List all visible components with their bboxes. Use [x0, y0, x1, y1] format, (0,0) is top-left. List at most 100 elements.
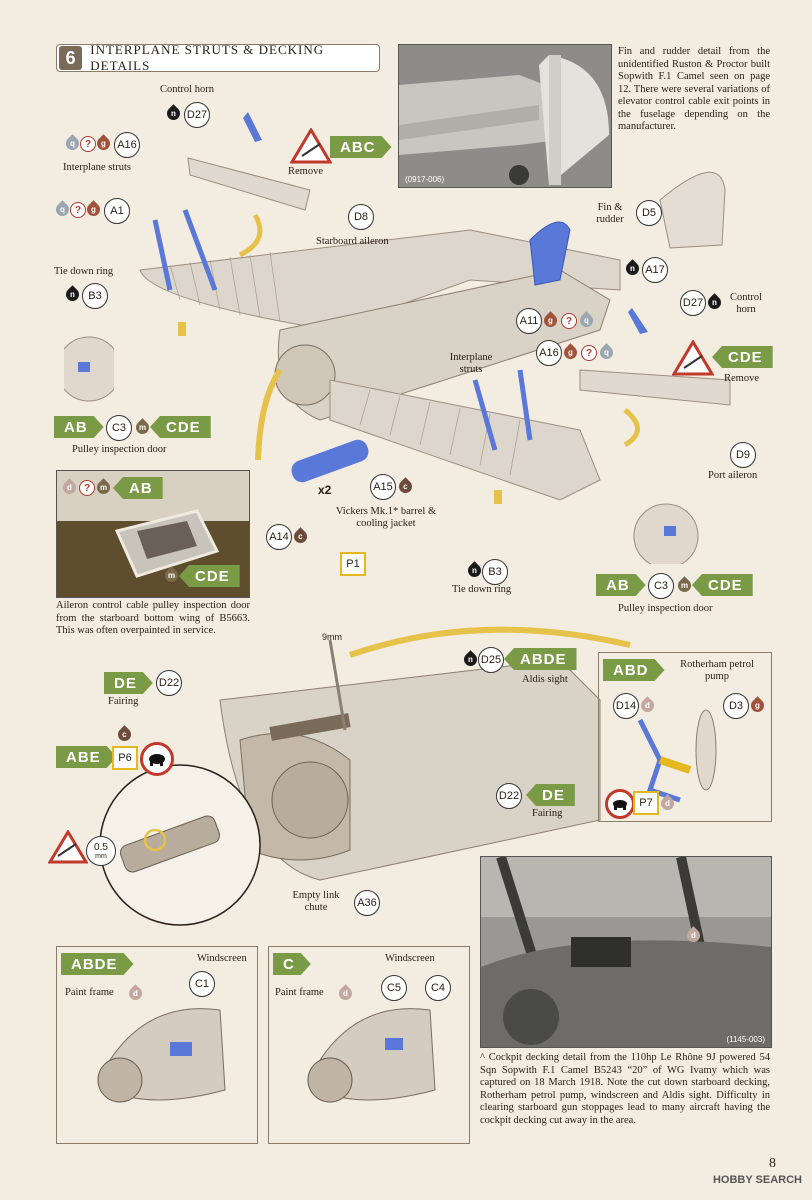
- no-elephant-icon: [605, 789, 635, 819]
- color-drop-d: d: [658, 794, 677, 813]
- lower-wing: [329, 379, 601, 501]
- label-9mm: 9mm: [322, 632, 342, 642]
- part-A15: A15: [370, 474, 396, 500]
- part-A16: A16: [114, 132, 140, 158]
- strut-a11: [472, 379, 498, 451]
- unknown-color-icon: ?: [70, 202, 86, 218]
- dimension-unit: mm: [95, 853, 107, 860]
- color-drop-d: d: [638, 696, 657, 715]
- petrol-pump-inset: ABD Rotherham petrol pump D14 d D3 g P7 …: [598, 652, 772, 822]
- label-paint-frame-c: Paint frame: [275, 987, 324, 998]
- strut-a16-port: [517, 369, 533, 441]
- part-D9: D9: [730, 442, 756, 468]
- windscreen-inset-abde: ABDE Windscreen C1 Paint frame d: [56, 946, 258, 1144]
- part-C3-right: C3: [648, 573, 674, 599]
- part-D3: D3: [723, 693, 749, 719]
- photo-code: (0917-006): [405, 175, 445, 184]
- part-B3: B3: [82, 283, 108, 309]
- label-remove: Remove: [288, 166, 323, 177]
- label-x2: x2: [318, 483, 332, 497]
- control-horn-port: [628, 308, 648, 334]
- part-D27-port: D27: [680, 290, 706, 316]
- part-C3: C3: [106, 415, 132, 441]
- tag-CDE-left: CDE: [150, 416, 211, 438]
- port-aileron: [579, 369, 731, 406]
- unknown-color-icon: ?: [561, 313, 577, 329]
- remove-warning-icon-port: [672, 340, 714, 376]
- fin-rudder-photo: (0917-006): [398, 44, 612, 188]
- label-fin-rudder: Fin & rudder: [596, 202, 624, 225]
- cut-warning-icon: [48, 830, 88, 864]
- step-number: 6: [59, 46, 83, 70]
- tag-AB-photo: AB: [113, 477, 163, 499]
- part-C1: C1: [189, 971, 215, 997]
- control-horn-top: [243, 112, 262, 142]
- label-control-horn-port: Control horn: [729, 292, 763, 315]
- watermark: HOBBY SEARCH: [712, 1174, 802, 1186]
- step-header: 6 INTERPLANE STRUTS & DECKING DETAILS: [56, 42, 380, 73]
- label-link-chute: Empty link chute: [292, 890, 340, 913]
- label-starboard-aileron: Starboard aileron: [316, 236, 389, 247]
- pulley-door-left-drawing: [64, 336, 114, 402]
- pulley-door-right-drawing: [633, 503, 699, 564]
- fin-rudder-photo-image: [399, 45, 611, 187]
- fin-rudder-caption: Fin and rudder detail from the unidentif…: [618, 46, 770, 132]
- rudder-blue: [529, 221, 571, 286]
- tag-AB: AB: [54, 416, 104, 438]
- tag-AB-right: AB: [596, 574, 646, 596]
- part-P6: P6: [112, 746, 138, 770]
- label-fairing-right: Fairing: [532, 808, 563, 819]
- label-windscreen-c: Windscreen: [385, 953, 435, 964]
- part-D27: D27: [184, 102, 210, 128]
- color-drop-d: d: [336, 984, 355, 1003]
- yellow-arrow-1: [238, 213, 263, 258]
- strut-a16: [182, 209, 218, 291]
- starboard-aileron: [187, 157, 311, 211]
- yellow-arrow-4: [349, 626, 631, 658]
- part-P1: P1: [340, 552, 366, 576]
- tag-DE-right: DE: [526, 784, 575, 806]
- part-B3-port: B3: [482, 559, 508, 585]
- cockpit-decking-photo: d (1145-003): [480, 856, 772, 1048]
- tag-DE: DE: [104, 672, 153, 694]
- page-number: 8: [769, 1156, 776, 1171]
- tag-ABD: ABD: [603, 659, 665, 681]
- part-D22: D22: [156, 670, 182, 696]
- label-tie-down-ring: Tie down ring: [54, 266, 114, 277]
- label-remove-port: Remove: [724, 373, 759, 384]
- tag-ABE: ABE: [56, 746, 117, 768]
- label-pulley-door-right: Pulley inspection door: [618, 603, 713, 614]
- part-A17: A17: [642, 257, 668, 283]
- dimension-0-5: 0.5 mm: [86, 836, 116, 866]
- tag-ABC: ABC: [330, 136, 392, 158]
- label-port-aileron: Port aileron: [708, 470, 758, 481]
- label-vickers: Vickers Mk.1* barrel & cooling jacket: [335, 506, 437, 529]
- label-interplane-struts-port: Interplane struts: [449, 352, 493, 375]
- yellow-arrow-2: [255, 368, 283, 461]
- part-D25: D25: [478, 647, 504, 673]
- label-pulley-door-left: Pulley inspection door: [72, 444, 167, 455]
- part-C5: C5: [381, 975, 407, 1001]
- tag-CDE: CDE: [712, 346, 773, 368]
- no-elephant-icon: [140, 742, 174, 776]
- fin-rudder-part: [659, 171, 726, 249]
- dimension-value: 0.5: [94, 842, 108, 853]
- unknown-color-icon: ?: [581, 345, 597, 361]
- strut-a1: [152, 219, 173, 291]
- part-D22-right: D22: [496, 783, 522, 809]
- pulley-door-photo: d ? m AB m CDE: [56, 470, 250, 598]
- cockpit-decking-photo-image: [481, 857, 771, 1047]
- label-tie-down-ring-port: Tie down ring: [452, 584, 512, 595]
- remove-warning-icon: [290, 128, 332, 164]
- label-rotherham: Rotherham petrol pump: [680, 659, 754, 682]
- part-D5: D5: [636, 200, 662, 226]
- label-interplane-struts: Interplane struts: [63, 162, 131, 173]
- unknown-color-icon: ?: [79, 480, 95, 496]
- part-A16-port: A16: [536, 340, 562, 366]
- label-aldis-sight: Aldis sight: [522, 674, 568, 685]
- windscreen-inset-c: C Windscreen C5 C4 Paint frame d: [268, 946, 470, 1144]
- tag-ABDE: ABDE: [504, 648, 577, 670]
- step-title: INTERPLANE STRUTS & DECKING DETAILS: [90, 42, 325, 73]
- tag-C-windscreen: C: [273, 953, 311, 975]
